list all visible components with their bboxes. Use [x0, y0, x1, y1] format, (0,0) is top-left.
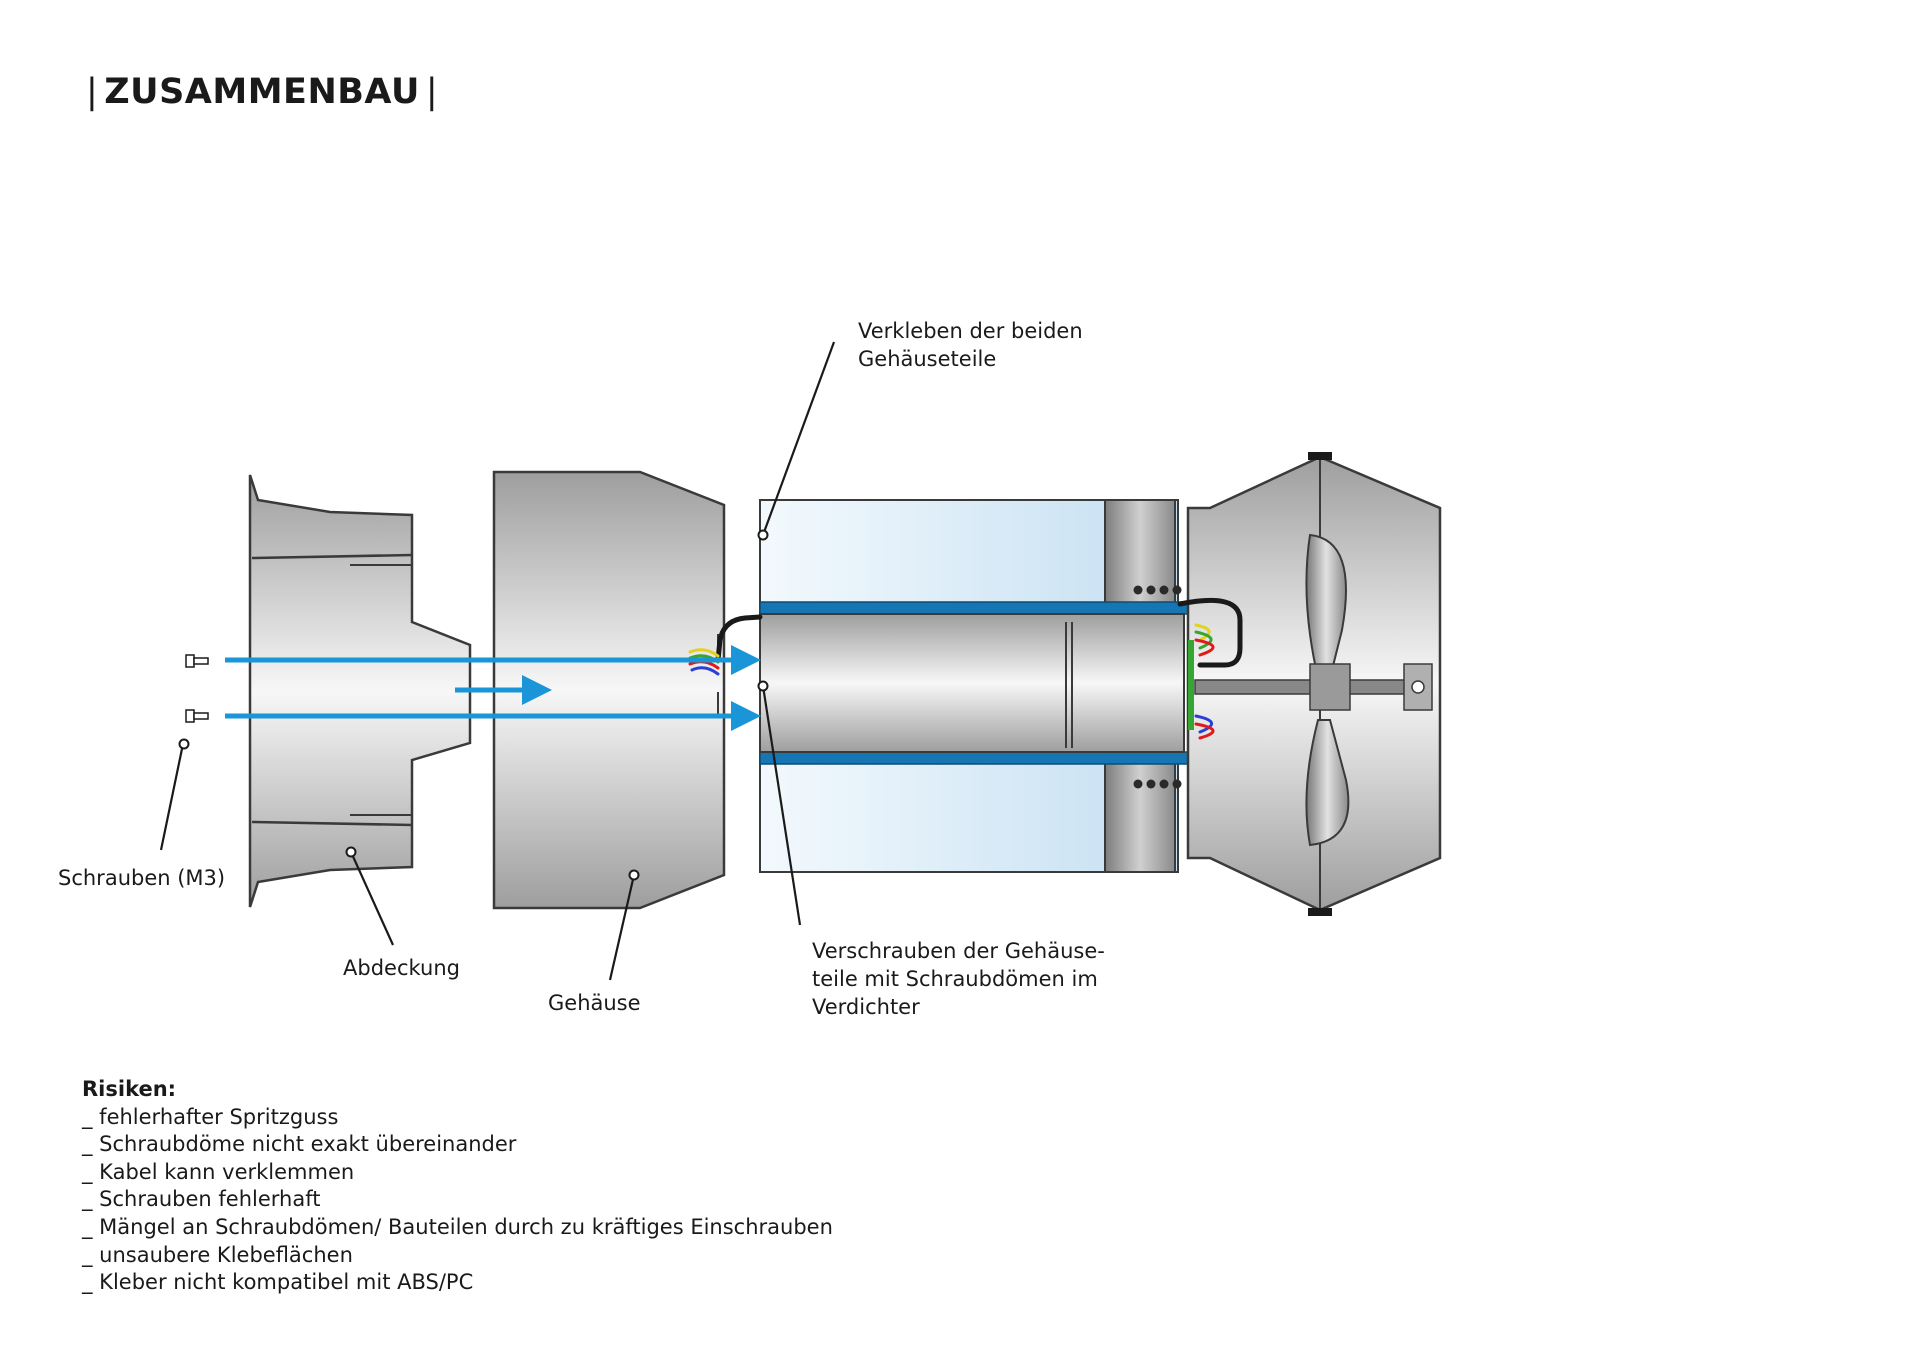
compressor-part [759, 499, 1189, 873]
risks-section: Risiken: _ fehlerhafter Spritzguss _ Sch… [82, 1076, 833, 1297]
risk-item: _ Mängel an Schraubdömen/ Bauteilen durc… [82, 1214, 833, 1239]
title-bar-left: | [86, 72, 99, 112]
risks-heading: Risiken: [82, 1077, 177, 1101]
risk-item: _ Kleber nicht kompatibel mit ABS/PC [82, 1270, 474, 1295]
screw-icon-bottom [185, 709, 209, 723]
screw-dots-top [1133, 585, 1182, 595]
title-text: ZUSAMMENBAU [104, 72, 420, 112]
risk-item: _ fehlerhafter Spritzguss [82, 1104, 339, 1129]
risk-item: _ Schrauben fehlerhaft [82, 1187, 321, 1212]
risks-list: _ fehlerhafter Spritzguss _ Schraubdöme … [82, 1104, 833, 1297]
label-verkleben-2: Gehäuseteile [858, 347, 996, 371]
label-gehaeuse: Gehäuse [548, 991, 641, 1015]
assembly-arrows [225, 645, 762, 731]
cover-part [248, 474, 472, 908]
label-schrauben: Schrauben (M3) [58, 866, 225, 890]
label-abdeckung: Abdeckung [343, 956, 460, 980]
leader-dots [178, 529, 769, 881]
screw-icon-top [185, 654, 209, 668]
label-verschrauben-3: Verdichter [812, 995, 920, 1019]
label-verschrauben-1: Verschrauben der Gehäuse- [812, 939, 1105, 963]
screw-dots-bottom [1133, 779, 1182, 789]
title-bar-right: | [425, 72, 439, 112]
cable-bundle [688, 597, 1243, 740]
label-verkleben-1: Verkleben der beiden [858, 319, 1083, 343]
risk-item: _ Kabel kann verklemmen [82, 1159, 355, 1184]
page-title: |ZUSAMMENBAU| [80, 72, 444, 112]
leader-lines [159, 341, 836, 981]
risk-item: _ unsaubere Klebeflächen [82, 1242, 353, 1267]
fan-housing-part [1186, 452, 1442, 916]
label-verschrauben-2: teile mit Schraubdömen im [812, 967, 1098, 991]
risk-item: _ Schraubdöme nicht exakt übereinander [82, 1132, 517, 1157]
